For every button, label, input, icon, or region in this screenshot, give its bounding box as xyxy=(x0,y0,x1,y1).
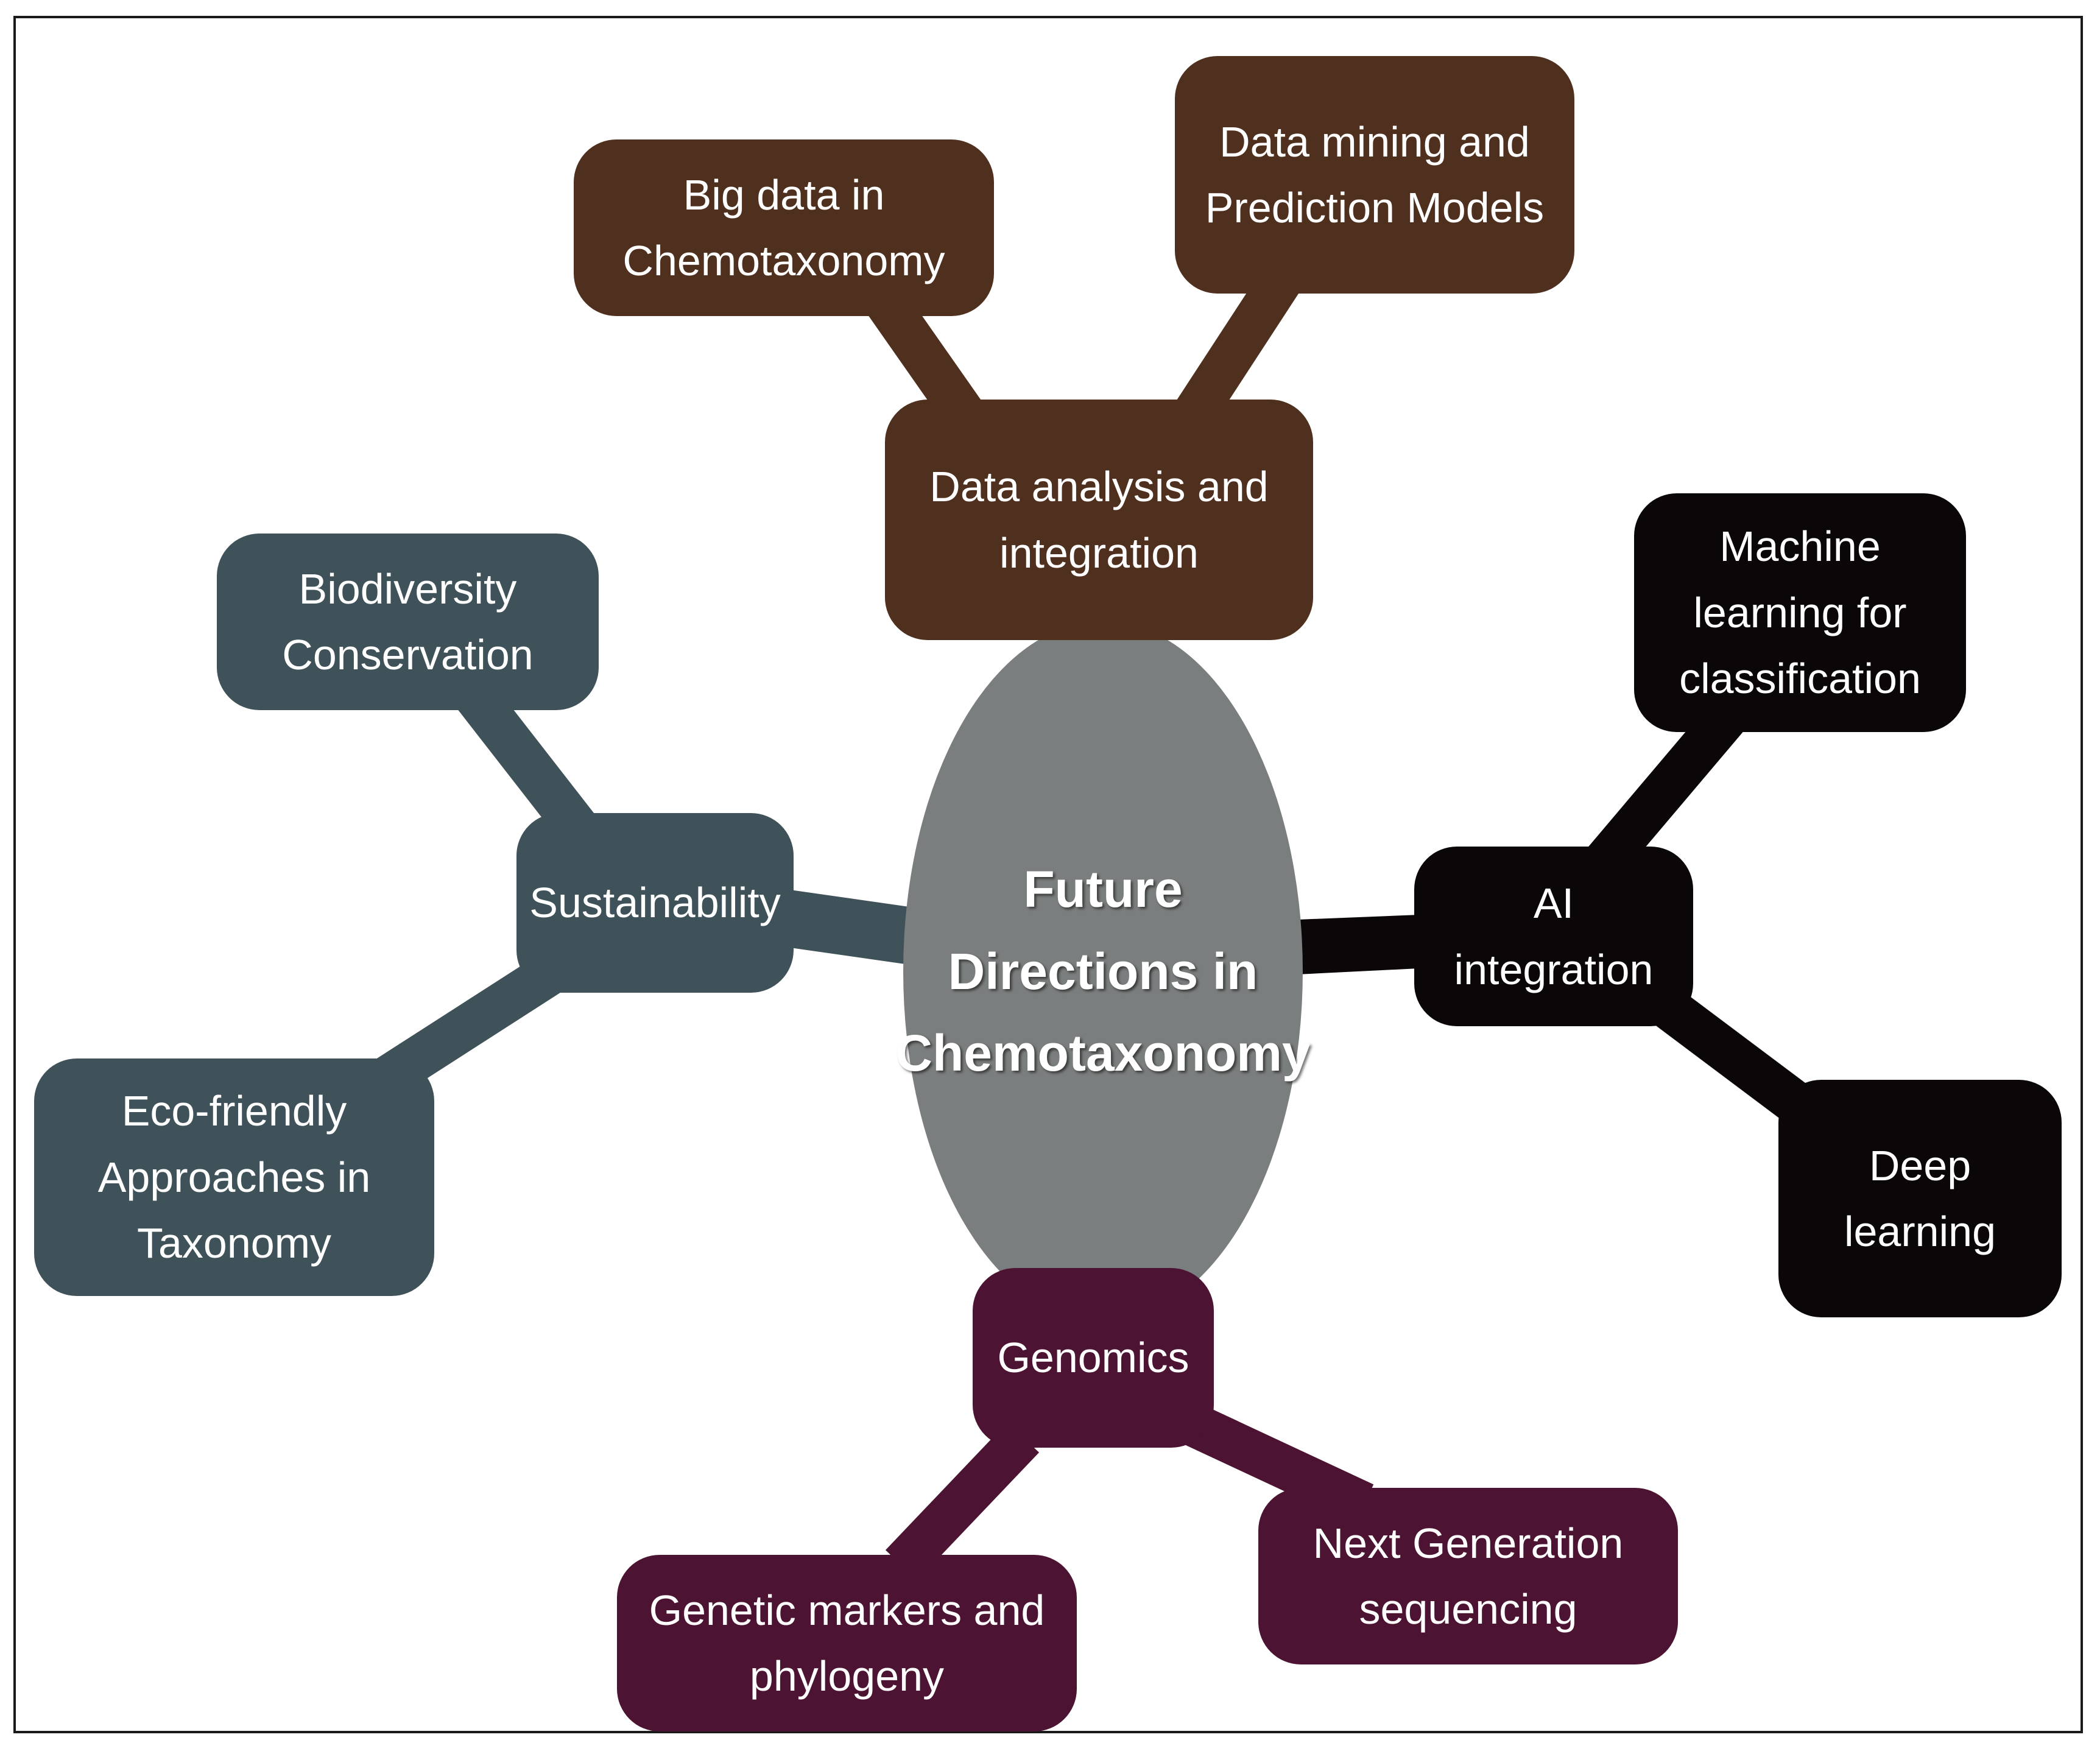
next-generation-node: Next Generation sequencing xyxy=(1258,1488,1678,1664)
big-data-label: Big data in Chemotaxonomy xyxy=(622,171,945,285)
eco-friendly-label: Eco-friendly Approaches in Taxonomy xyxy=(97,1087,371,1267)
machine-learning-node: Machine learning for classification xyxy=(1634,493,1966,732)
next-generation-label: Next Generation sequencing xyxy=(1312,1519,1624,1633)
connector-center-ai xyxy=(1297,915,1419,974)
connector-ai-deep xyxy=(1643,981,1816,1126)
data-analysis-node: Data analysis and integration xyxy=(885,400,1313,640)
ai-integration-label: AI integration xyxy=(1454,879,1654,993)
connector-ai-machine xyxy=(1585,692,1753,879)
genomics-node: Genomics xyxy=(973,1268,1214,1448)
deep-learning-label: Deep learning xyxy=(1844,1141,1996,1256)
connector-genomics-markers xyxy=(885,1422,1040,1580)
sustainability-node: Sustainability xyxy=(516,813,794,993)
data-mining-label: Data mining and Prediction Models xyxy=(1205,118,1545,232)
sustainability-label: Sustainability xyxy=(529,879,781,927)
biodiversity-label: Biodiversity Conservation xyxy=(282,565,534,679)
center-title: Future Directions in Chemotaxonomy xyxy=(895,861,1311,1082)
big-data-node: Big data in Chemotaxonomy xyxy=(574,139,994,316)
genetic-markers-label: Genetic markers and phylogeny xyxy=(649,1586,1045,1700)
deep-learning-node: Deep learning xyxy=(1778,1080,2062,1317)
data-mining-node: Data mining and Prediction Models xyxy=(1175,56,1574,294)
connector-data-mining xyxy=(1175,262,1304,426)
biodiversity-node: Biodiversity Conservation xyxy=(217,534,599,710)
ai-integration-node: AI integration xyxy=(1414,847,1693,1026)
machine-learning-label: Machine learning for classification xyxy=(1679,523,1921,703)
data-analysis-label: Data analysis and integration xyxy=(929,463,1269,577)
connector-center-sustainability xyxy=(786,889,914,965)
genomics-label: Genomics xyxy=(997,1334,1189,1382)
center-node: Future Directions in Chemotaxonomy xyxy=(895,621,1311,1322)
eco-friendly-node: Eco-friendly Approaches in Taxonomy xyxy=(34,1058,434,1296)
genetic-markers-node: Genetic markers and phylogeny xyxy=(617,1555,1077,1731)
